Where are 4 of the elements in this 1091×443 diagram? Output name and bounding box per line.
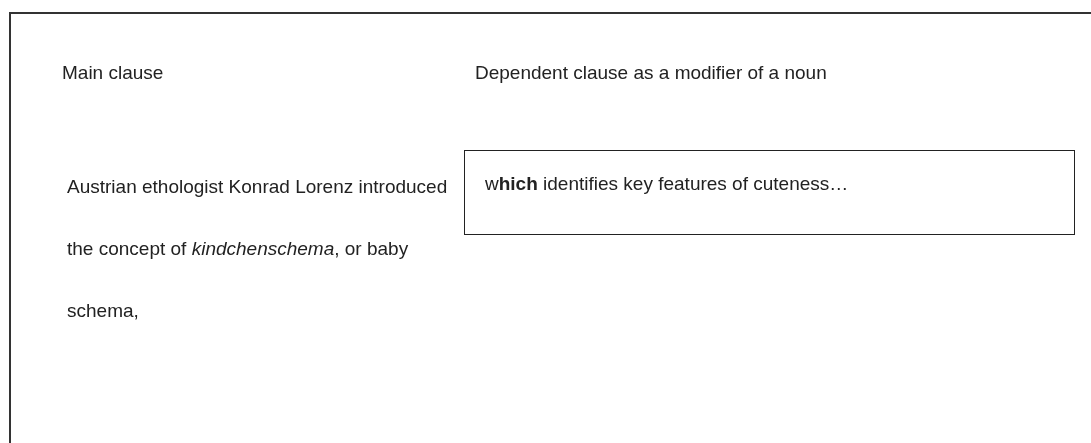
heading: Dependent clause as a modifier of a noun <box>475 62 827 84</box>
sentence: Austrian ethologist Konrad Lorenz introduced the concept of kindchenschema, or baby schema, <box>67 175 449 323</box>
heading: Main clause <box>62 62 164 84</box>
clause-box: which identifies key features of cuteness… <box>464 150 1075 235</box>
